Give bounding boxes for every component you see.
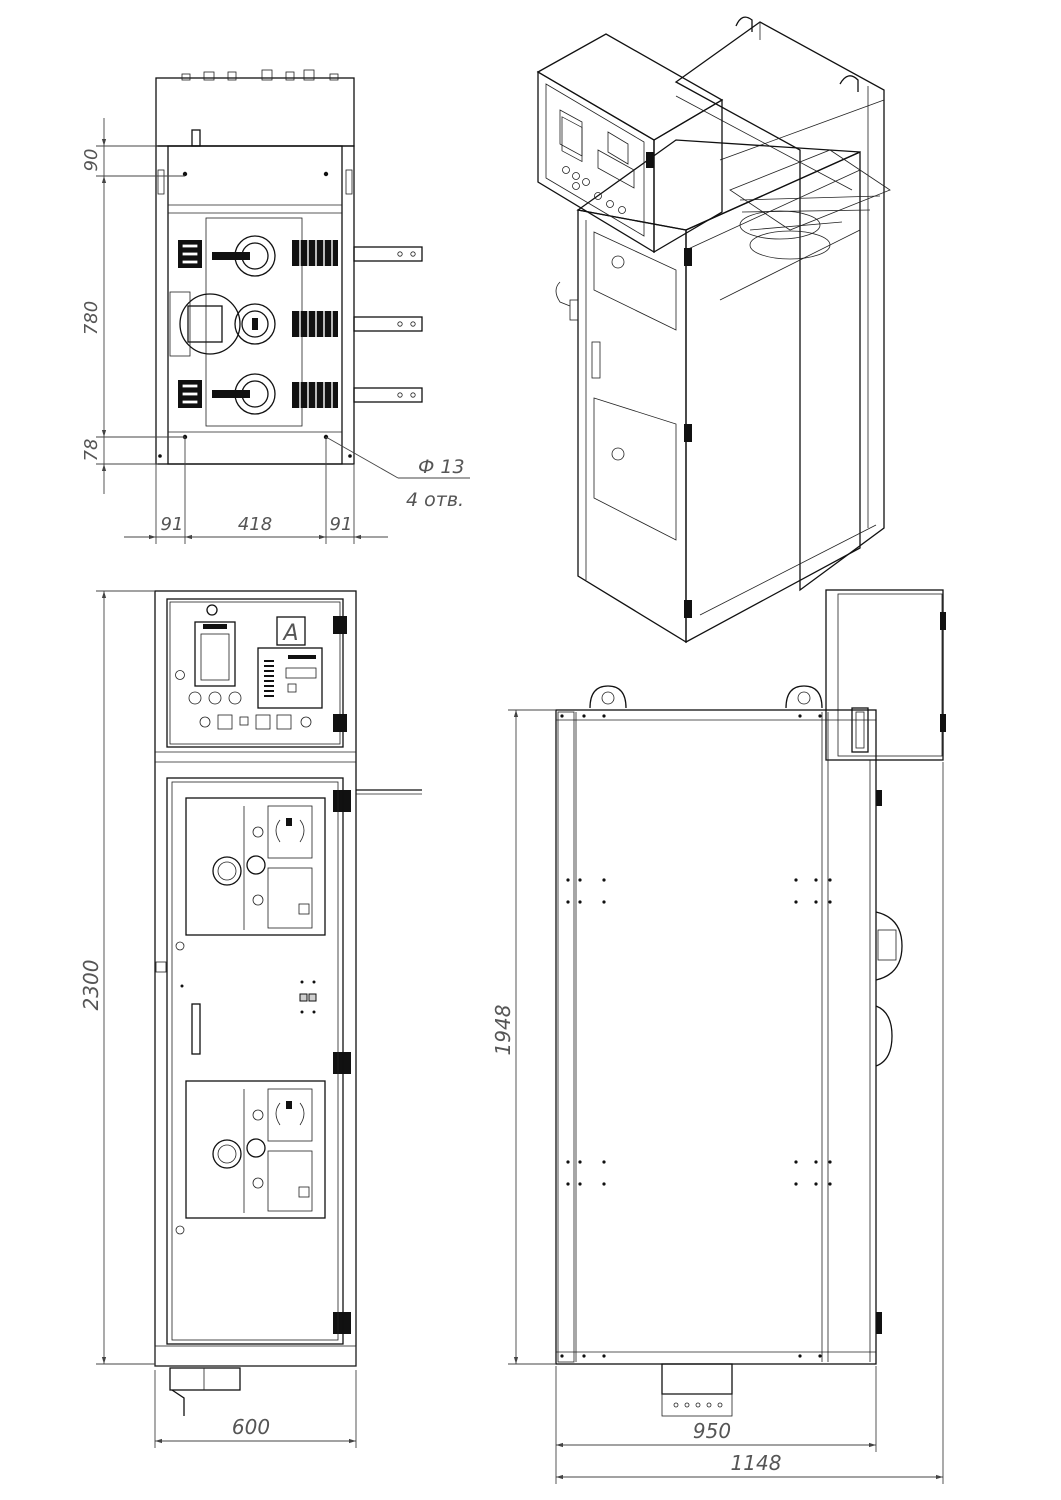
dim-front-height: 2300	[79, 960, 103, 1011]
dim-front-width: 600	[232, 1415, 270, 1439]
busbars	[353, 246, 423, 403]
dim-hole-dia: Ф 13	[418, 456, 465, 478]
dim-side-width1: 950	[693, 1419, 731, 1443]
panel-letter: A	[281, 621, 298, 646]
dim-top-w3: 91	[330, 514, 353, 535]
side-view: 1948 950 1148	[491, 589, 946, 1484]
dim-top-h1: 90	[81, 149, 102, 172]
dim-side-width2: 1148	[731, 1451, 782, 1475]
dim-top-h2: 780	[81, 301, 102, 335]
dim-top-w2: 418	[238, 514, 272, 535]
front-view: A	[79, 590, 422, 1448]
breaker-poles	[205, 217, 303, 427]
dim-hole-count: 4 отв.	[406, 489, 464, 511]
dim-side-height: 1948	[491, 1005, 515, 1056]
top-view: 90 780 78 Ф 13 4 отв. 91 418 91	[81, 69, 470, 544]
dim-top-w1: 91	[161, 514, 184, 535]
isometric-view	[536, 16, 891, 644]
dim-top-h3: 78	[81, 439, 102, 462]
